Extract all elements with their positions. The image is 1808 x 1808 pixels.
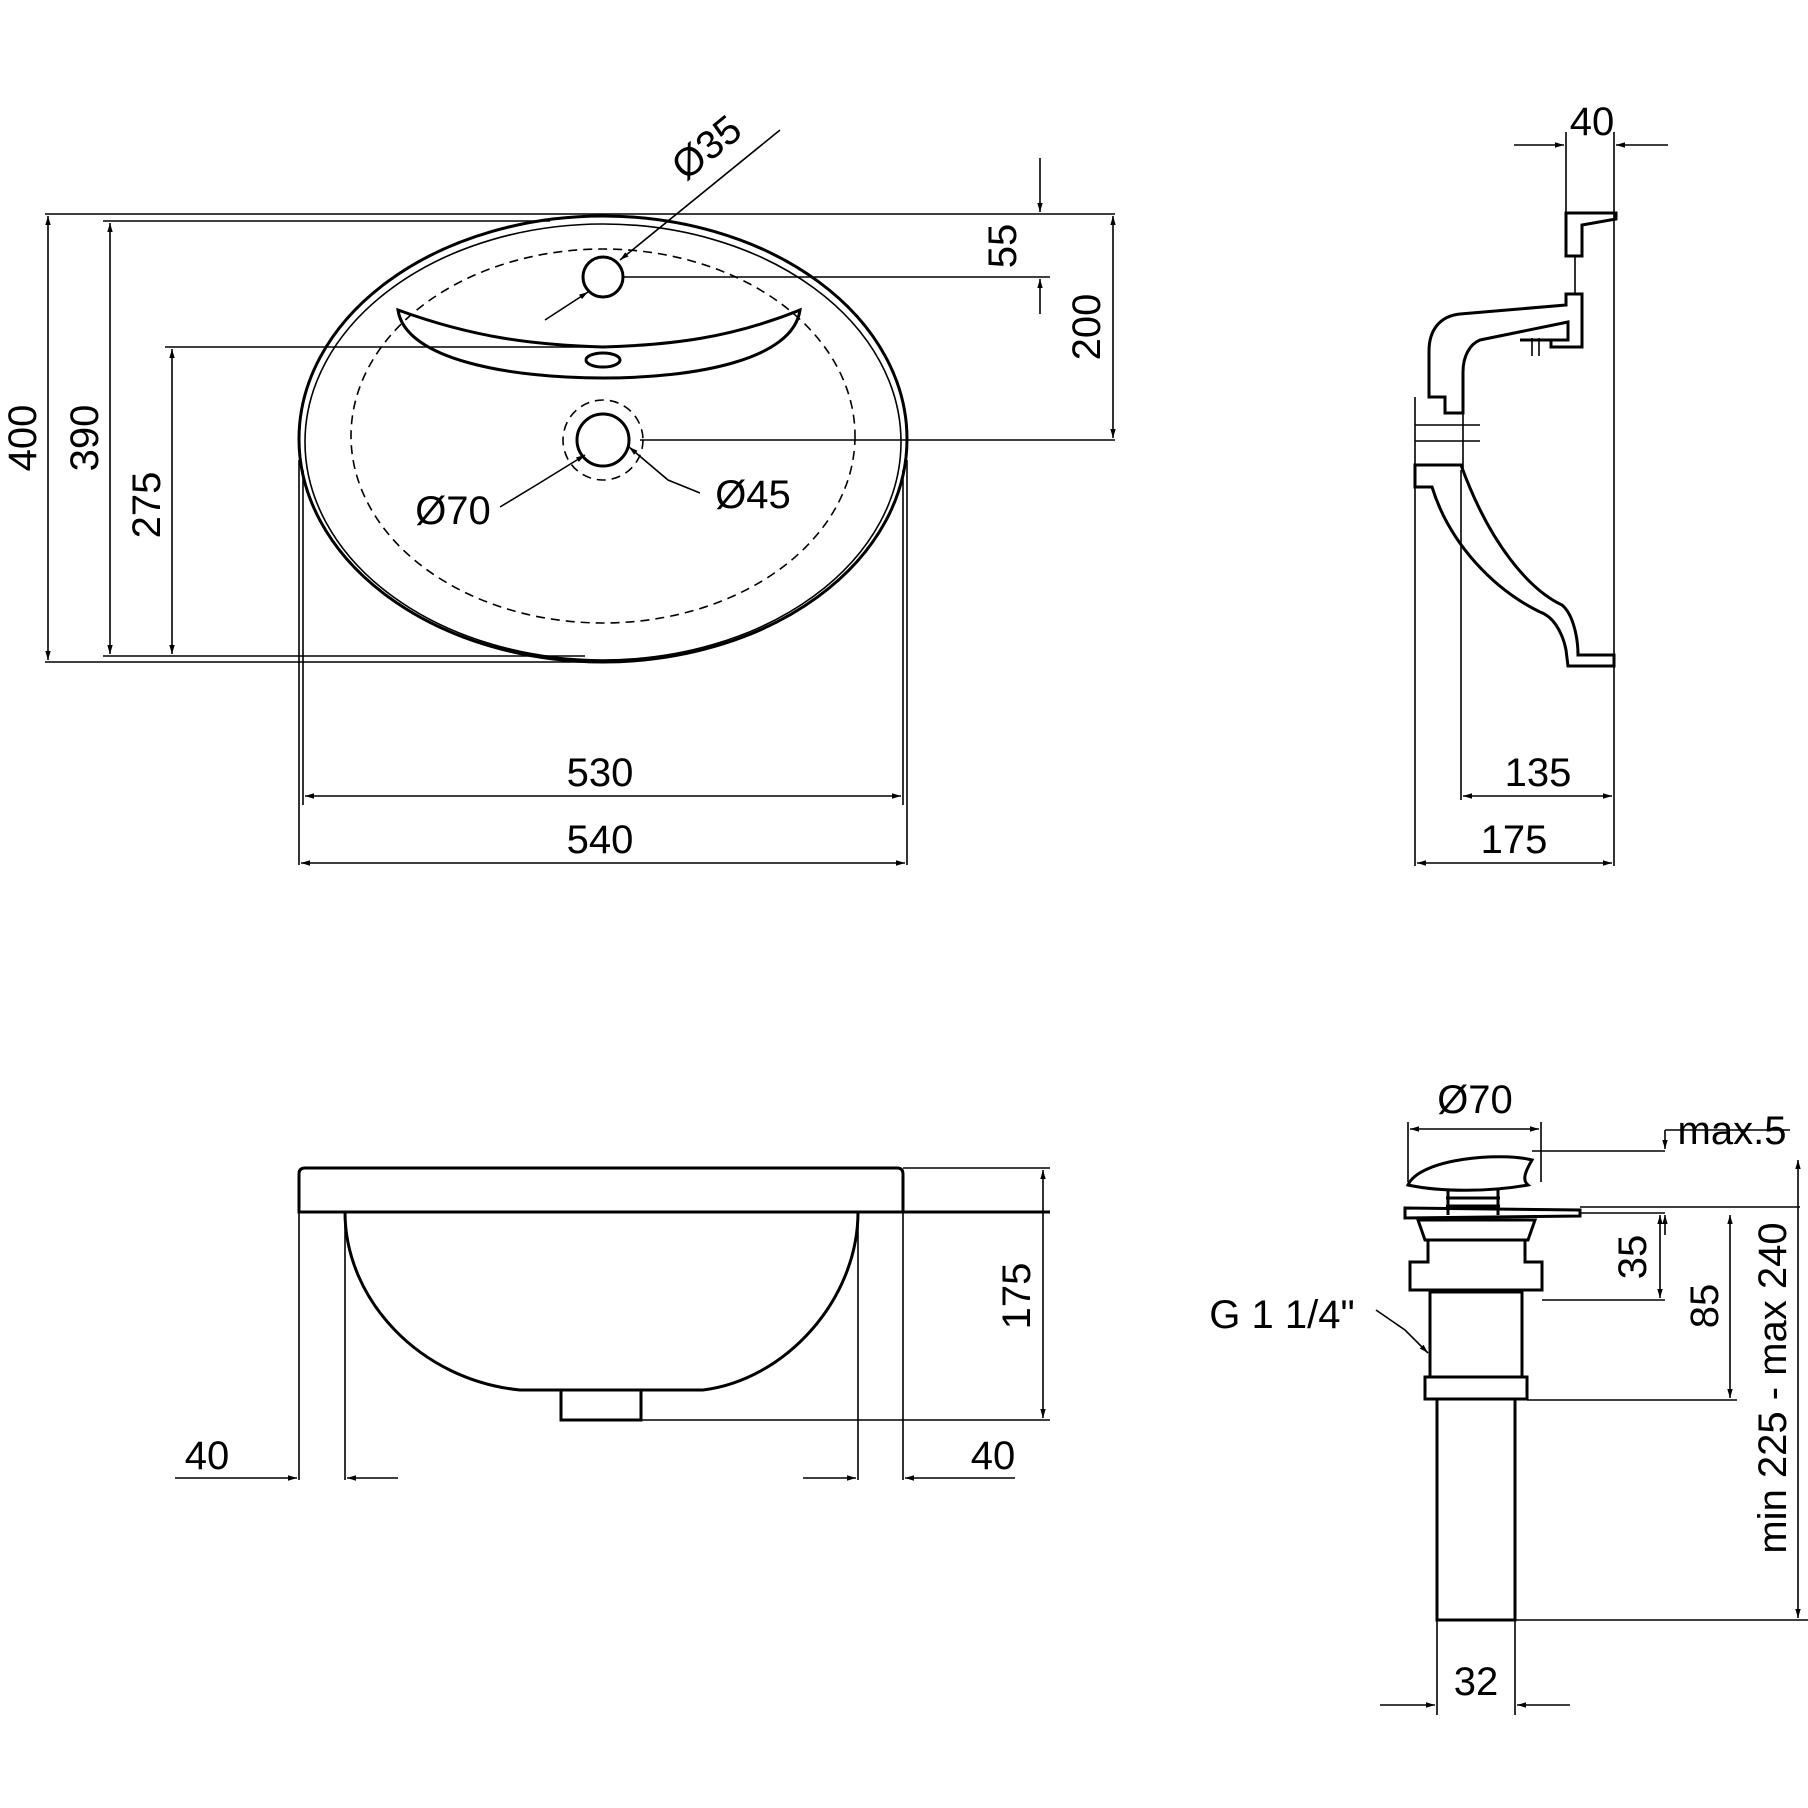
basin-rim-inner-edge	[304, 223, 902, 661]
tap-hole	[581, 255, 625, 299]
dim-text-side-135: 135	[1505, 751, 1572, 795]
dim-text-drain-outer: Ø70	[415, 489, 491, 533]
drain-thread	[1428, 1290, 1524, 1379]
dim-text-drain-inner: Ø45	[715, 473, 791, 517]
dim-text-200: 200	[1065, 294, 1109, 361]
dim-text-drain-70: Ø70	[1437, 1078, 1513, 1122]
dim-text-drain-32: 32	[1454, 1660, 1499, 1704]
dim-text-275: 275	[125, 472, 169, 539]
drain-hole-inner	[575, 412, 631, 468]
dim-text-side-175: 175	[1481, 818, 1548, 862]
drain-hole-outer-dashed	[562, 399, 644, 481]
drain-body	[1408, 1240, 1544, 1292]
top-view: Ø35 55 200 400 390 275 Ø70 Ø45 530 540	[1, 107, 1116, 866]
front-view-drain-outlet	[559, 1388, 643, 1422]
dim-text-530: 530	[567, 751, 634, 795]
overflow-hole	[584, 351, 622, 369]
drain-detail: Ø70 max.5 35 85 min 225 - max 240 G 1 1/…	[1209, 1078, 1808, 1715]
dim-text-front-40-left: 40	[185, 1434, 230, 1478]
dim-text-front-40-right: 40	[971, 1434, 1016, 1478]
dim-text-390: 390	[63, 405, 107, 472]
dim-text-540: 540	[567, 818, 634, 862]
front-view-bowl	[343, 1211, 860, 1392]
dim-text-55: 55	[981, 224, 1025, 269]
dim-text-drain-35: 35	[1611, 1235, 1655, 1280]
drain-cap	[1405, 1155, 1535, 1192]
dim-text-400: 400	[1, 405, 45, 472]
drain-nut	[1423, 1375, 1529, 1401]
dim-text-drain-thread: G 1 1/4"	[1209, 1293, 1354, 1337]
dim-text-tap-hole: Ø35	[664, 107, 750, 189]
drain-collar	[1415, 1218, 1538, 1242]
overflow-slot	[396, 307, 802, 380]
bowl-outline-dashed	[350, 248, 856, 624]
side-section-deck-profile	[1427, 292, 1584, 415]
side-section-view: 40 135 175	[1413, 100, 1668, 866]
dim-text-drain-max5: max.5	[1678, 1109, 1787, 1153]
front-view: 175 40 40	[175, 1166, 1050, 1481]
dim-text-side-40: 40	[1570, 100, 1615, 144]
dim-text-drain-85: 85	[1683, 1284, 1727, 1329]
drain-flange	[1403, 1206, 1582, 1220]
front-view-countertop-rim	[297, 1166, 1050, 1214]
drain-tailpipe	[1435, 1397, 1517, 1622]
dim-text-front-175: 175	[995, 1263, 1039, 1330]
drain-cap-stem	[1446, 1190, 1500, 1215]
side-section-bowl-profile	[1413, 463, 1616, 668]
dim-text-drain-range: min 225 - max 240	[1751, 1222, 1795, 1553]
side-section-upper-profile	[1564, 211, 1618, 258]
